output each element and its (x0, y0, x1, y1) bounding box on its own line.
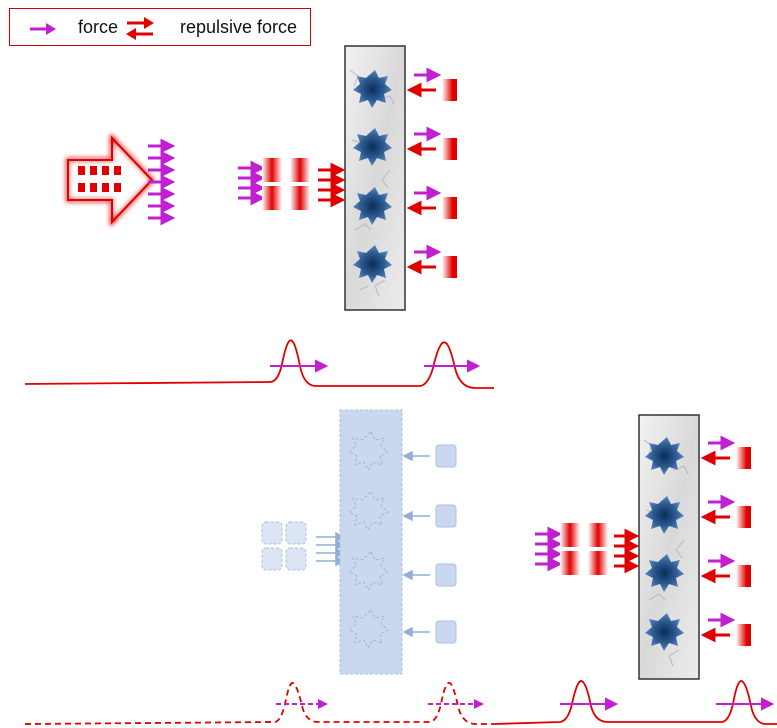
force-arrows-group-2 (238, 163, 262, 203)
pulse-block-bottom (560, 523, 608, 575)
reflected-pulses-bottom (736, 447, 751, 646)
ghost-repulsive-arrows (404, 452, 430, 636)
wave-line-bottom (494, 681, 777, 724)
force-arrows-group-1 (148, 141, 172, 223)
reflected-pulses-top (442, 79, 457, 278)
repulsive-arrows-group-1 (318, 165, 342, 205)
ghost-wall (340, 410, 402, 674)
force-pairs-bottom (704, 438, 732, 640)
force-pairs-top (410, 70, 438, 272)
pulse-block-top (262, 158, 310, 210)
repulsive-arrows-group-2 (614, 531, 636, 571)
incoming-pulse-arrow (68, 138, 152, 222)
force-arrows-group-3 (535, 529, 559, 569)
ghost-small-pulses (436, 445, 456, 643)
wave-line-bottom-ghost (25, 683, 494, 724)
ghost-pulse-block (262, 522, 306, 570)
wave-line-top (25, 340, 494, 388)
